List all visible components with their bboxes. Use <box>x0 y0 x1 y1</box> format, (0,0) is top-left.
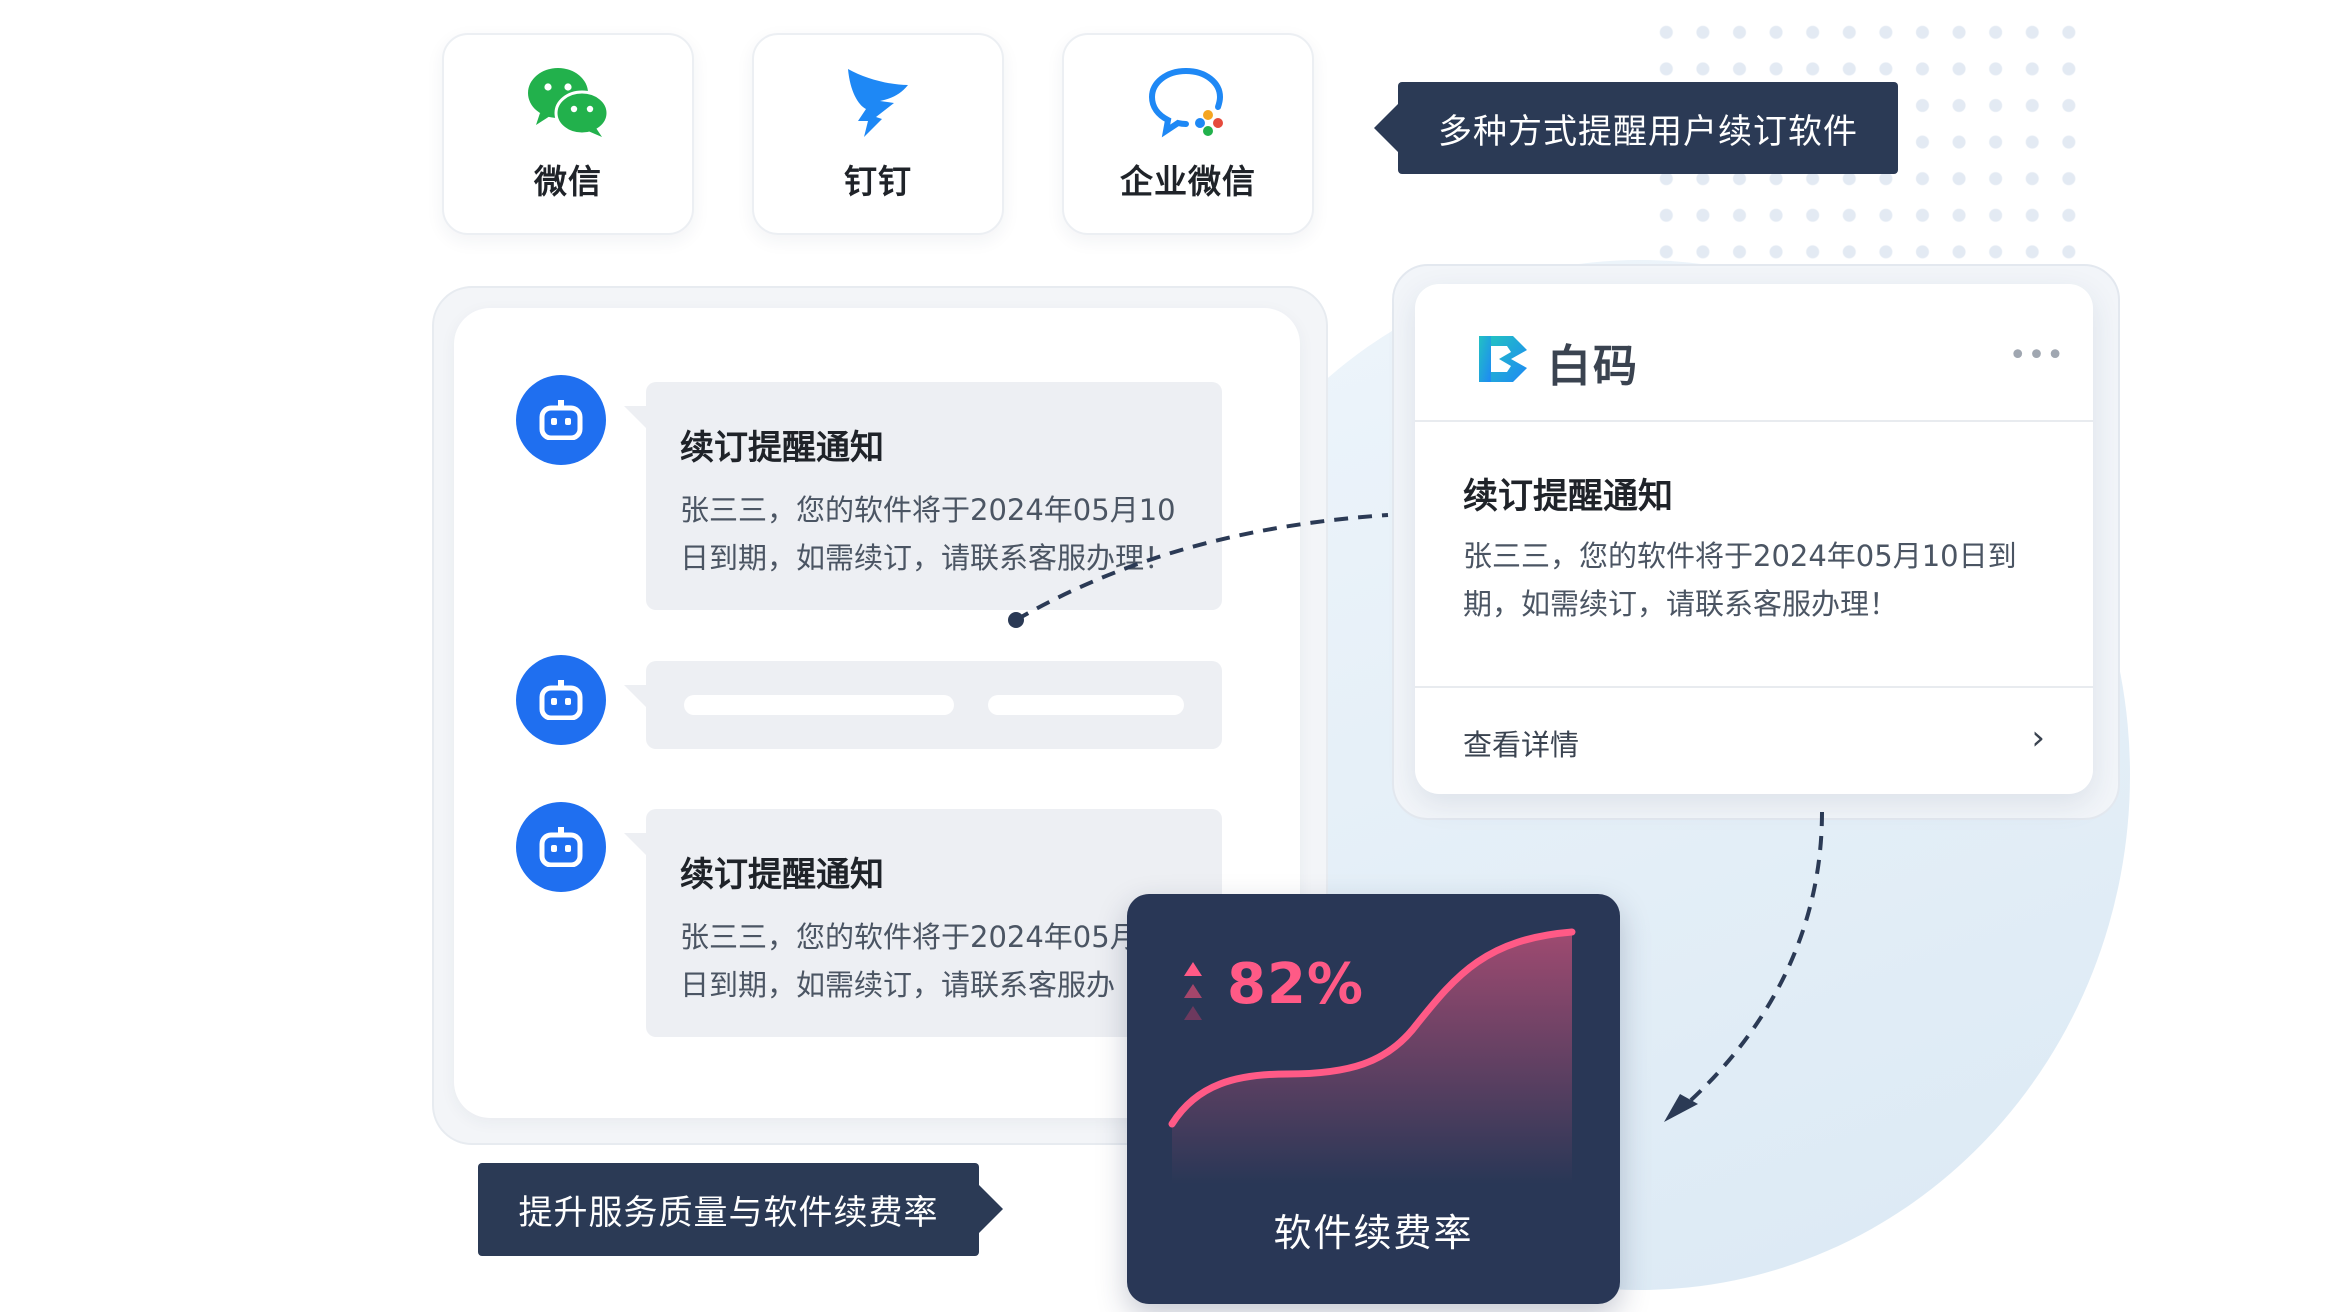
quality-tag: 提升服务质量与软件续费率 <box>478 1163 1003 1256</box>
more-icon[interactable]: ••• <box>2008 338 2065 373</box>
chevron-right-icon: › <box>2031 718 2045 758</box>
robot-icon <box>539 680 583 720</box>
app-card-dingtalk[interactable]: 钉钉 <box>752 33 1004 235</box>
quality-tag-text: 提升服务质量与软件续费率 <box>518 1193 939 1233</box>
renewal-rate-card: 82% 软件续费率 <box>1127 894 1620 1304</box>
bot-avatar <box>516 655 606 745</box>
robot-icon <box>539 827 583 867</box>
chat-message-bubble[interactable]: 续订提醒通知 张三三，您的软件将于2024年05月 日到期，如需续订，请联系客服… <box>624 809 1222 1037</box>
bot-avatar <box>516 802 606 892</box>
placeholder-line <box>988 695 1184 715</box>
chat-placeholder-bubble <box>624 661 1222 749</box>
message-text: 张三三，您的软件将于2024年05月 日到期，如需续订，请联系客服办 <box>680 913 1210 1009</box>
notification-text: 张三三，您的软件将于2024年05月10日到期，如需续订，请联系客服办理！ <box>1463 539 2017 621</box>
message-title: 续订提醒通知 <box>680 855 884 895</box>
wecom-icon <box>1148 68 1224 138</box>
app-label-dingtalk: 钉钉 <box>844 162 912 201</box>
notification-header: 白码 ••• <box>1415 284 2093 422</box>
message-line: 日到期，如需续订，请联系客服办 <box>680 968 1116 1002</box>
message-line: 张三三，您的软件将于2024年05月10 <box>680 493 1176 527</box>
app-card-wechat[interactable]: 微信 <box>442 33 694 235</box>
baima-logo-icon <box>1479 336 1527 382</box>
brand-name: 白码 <box>1547 341 1639 392</box>
app-label-wecom: 企业微信 <box>1120 162 1256 201</box>
view-details-row[interactable]: 查看详情 › <box>1415 686 2093 796</box>
view-details-link[interactable]: 查看详情 <box>1463 728 1580 762</box>
renewal-trend-chart <box>1168 928 1576 1184</box>
reminder-tag: 多种方式提醒用户续订软件 <box>1374 82 1898 174</box>
message-line: 日到期，如需续订，请联系客服办理！ <box>680 541 1174 575</box>
app-card-wecom[interactable]: 企业微信 <box>1062 33 1314 235</box>
message-title: 续订提醒通知 <box>680 428 884 468</box>
dingtalk-icon <box>848 69 908 137</box>
notification-card[interactable]: 白码 ••• 续订提醒通知 张三三，您的软件将于2024年05月10日到期，如需… <box>1415 284 2093 794</box>
trend-up-arrows-icon <box>1184 962 1202 1020</box>
renewal-rate-value: 82% <box>1227 952 1365 1017</box>
message-text: 张三三，您的软件将于2024年05月10 日到期，如需续订，请联系客服办理！ <box>680 486 1210 582</box>
notification-title: 续订提醒通知 <box>1463 477 1674 517</box>
message-line: 张三三，您的软件将于2024年05月 <box>680 920 1139 954</box>
placeholder-line <box>684 695 954 715</box>
renewal-rate-label: 软件续费率 <box>1273 1211 1474 1255</box>
reminder-tag-text: 多种方式提醒用户续订软件 <box>1438 111 1858 152</box>
robot-icon <box>539 400 583 440</box>
app-label-wechat: 微信 <box>534 162 602 201</box>
chat-message-bubble[interactable]: 续订提醒通知 张三三，您的软件将于2024年05月10 日到期，如需续订，请联系… <box>624 382 1222 610</box>
bot-avatar <box>516 375 606 465</box>
wechat-icon <box>528 68 610 137</box>
